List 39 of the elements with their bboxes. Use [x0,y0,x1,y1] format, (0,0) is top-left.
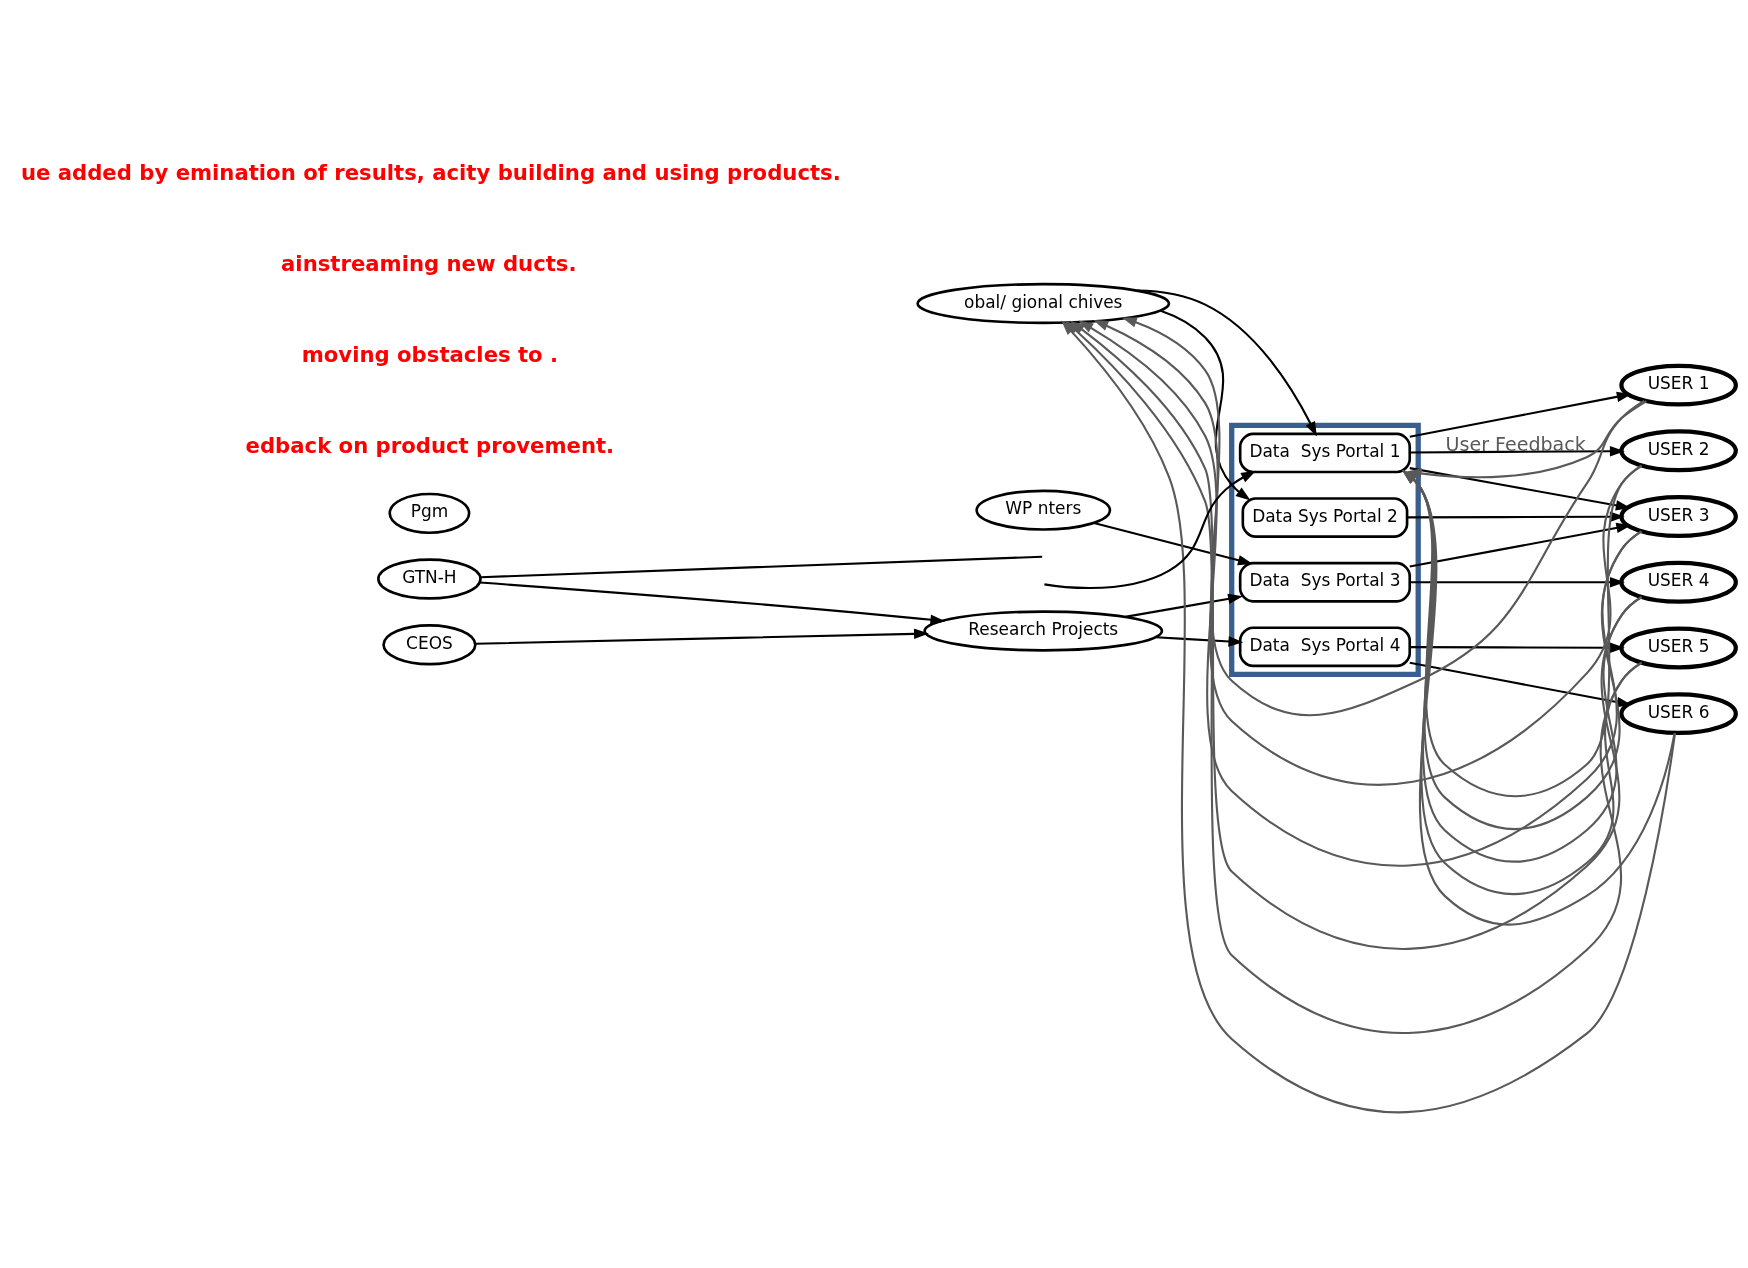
arrow [1155,635,1244,647]
node-ellipse: USER 3 [1619,494,1738,538]
arrow [1093,319,1643,786]
arrow [1136,288,1317,437]
node-ellipse: USER 6 [1619,691,1738,735]
node-ellipse: Pgm [388,492,471,534]
node-ellipse: USER 4 [1619,560,1738,604]
node-ellipse: obal/ gional chives [916,282,1171,324]
node-ellipse: CEOS [382,623,477,665]
edge-label: User Feedback [1445,432,1586,455]
node-ellipse: USER 2 [1619,428,1738,472]
node-box: Data Sys Portal 4 [1238,625,1412,667]
node-box: Data Sys Portal 2 [1241,496,1409,538]
arrow [1409,661,1632,707]
node-ellipse: USER 5 [1619,625,1738,669]
arrow [1409,445,1625,456]
arrow [1125,593,1243,618]
arrow [1406,399,1647,479]
arrow [1044,470,1256,589]
arrow [1160,309,1251,500]
label: ainstreaming new ducts. [281,250,577,276]
arrow [475,628,929,645]
node-ellipse: Research Projects [923,609,1164,652]
arrow [1121,316,1645,716]
node-ellipse: GTN-H [377,557,482,600]
arrow [1093,521,1253,565]
label: moving obstacles to . [301,341,559,367]
node-box: Data Sys Portal 3 [1238,561,1412,603]
label: edback on product provement. [245,432,615,458]
node-box: Data Sys Portal 1 [1238,432,1412,473]
arrow [1409,642,1625,653]
node-ellipse: WP nters [975,489,1112,531]
arrow [1409,391,1632,438]
arrow [1409,576,1625,587]
node-ellipse: USER 1 [1619,363,1738,407]
arrow [1402,469,1676,925]
label: ue added by emination of results, acity building and using products. [20,159,841,185]
connector [480,555,1043,578]
arrow [479,580,946,625]
